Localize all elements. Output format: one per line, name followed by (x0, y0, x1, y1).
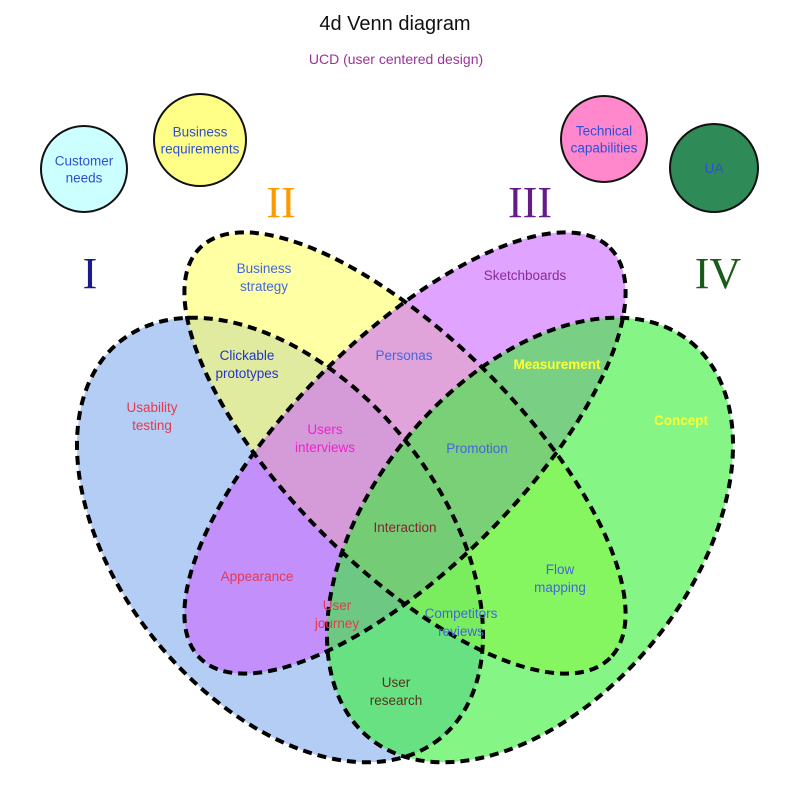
set-numeral-iv: IV (695, 249, 742, 298)
region-label-measurement: Measurement (513, 357, 601, 372)
region-label-interaction: Interaction (373, 520, 436, 535)
legend-ua-label: UA (705, 161, 724, 176)
set-fills (76, 232, 734, 763)
set-ii-outline (182, 230, 628, 676)
set-numeral-iii: III (508, 178, 552, 227)
set-numerals: I II III IV (83, 178, 742, 298)
diagram-title: 4d Venn diagram (319, 13, 470, 35)
diagram-subtitle: UCD (user centered design) (309, 51, 483, 67)
set-numeral-ii: II (266, 178, 295, 227)
set-iv-ellipse (326, 317, 734, 763)
set-iv-outline (324, 315, 736, 765)
set-iii-outline (182, 230, 628, 676)
set-numeral-i: I (83, 249, 98, 298)
region-label-appearance: Appearance (221, 569, 294, 584)
region-label-personas: Personas (375, 348, 432, 363)
set-outlines (74, 230, 736, 765)
region-label-sketchboards: Sketchboards (484, 268, 567, 283)
set-i-outline (74, 315, 486, 765)
region-label-promotion: Promotion (446, 441, 508, 456)
legend-ua: UA (669, 123, 759, 213)
region-label-concept: Concept (654, 413, 709, 428)
